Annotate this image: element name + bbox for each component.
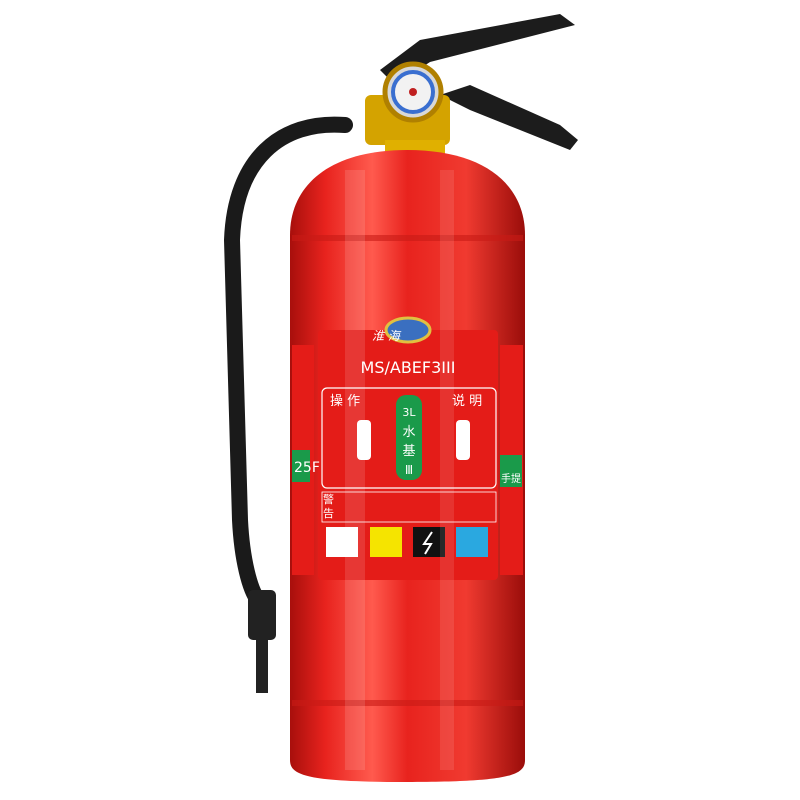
upper-lever — [380, 14, 575, 85]
svg-text:3L: 3L — [402, 406, 416, 419]
svg-text:水: 水 — [402, 425, 415, 440]
side-label-left: 25F — [294, 460, 320, 476]
fire-class-b-icon — [370, 527, 402, 557]
type-badge — [396, 395, 422, 480]
svg-text:Ⅲ: Ⅲ — [405, 463, 413, 477]
svg-text:警: 警 — [323, 492, 334, 506]
fire-class-e-icon — [413, 527, 445, 557]
nozzle — [248, 590, 276, 640]
brand-script: 淮 海 — [372, 329, 402, 343]
instructions-right: 说 明 — [452, 394, 482, 409]
lower-lever — [440, 85, 578, 150]
model-number: MS/ABEF3III — [361, 358, 456, 377]
brand-logo — [384, 316, 432, 344]
hose — [223, 116, 353, 608]
side-label-right: 手提 — [501, 472, 521, 485]
instructions-left: 操 作 — [330, 393, 360, 409]
svg-text:告: 告 — [323, 507, 334, 520]
fire-class-f-icon — [456, 527, 488, 557]
product-label: 淮 海 MS/ABEF3III 操 作 说 明 3L 水 基 Ⅲ 警 告 — [318, 316, 498, 580]
fire-class-a-icon — [326, 527, 358, 557]
svg-text:基: 基 — [402, 444, 415, 459]
